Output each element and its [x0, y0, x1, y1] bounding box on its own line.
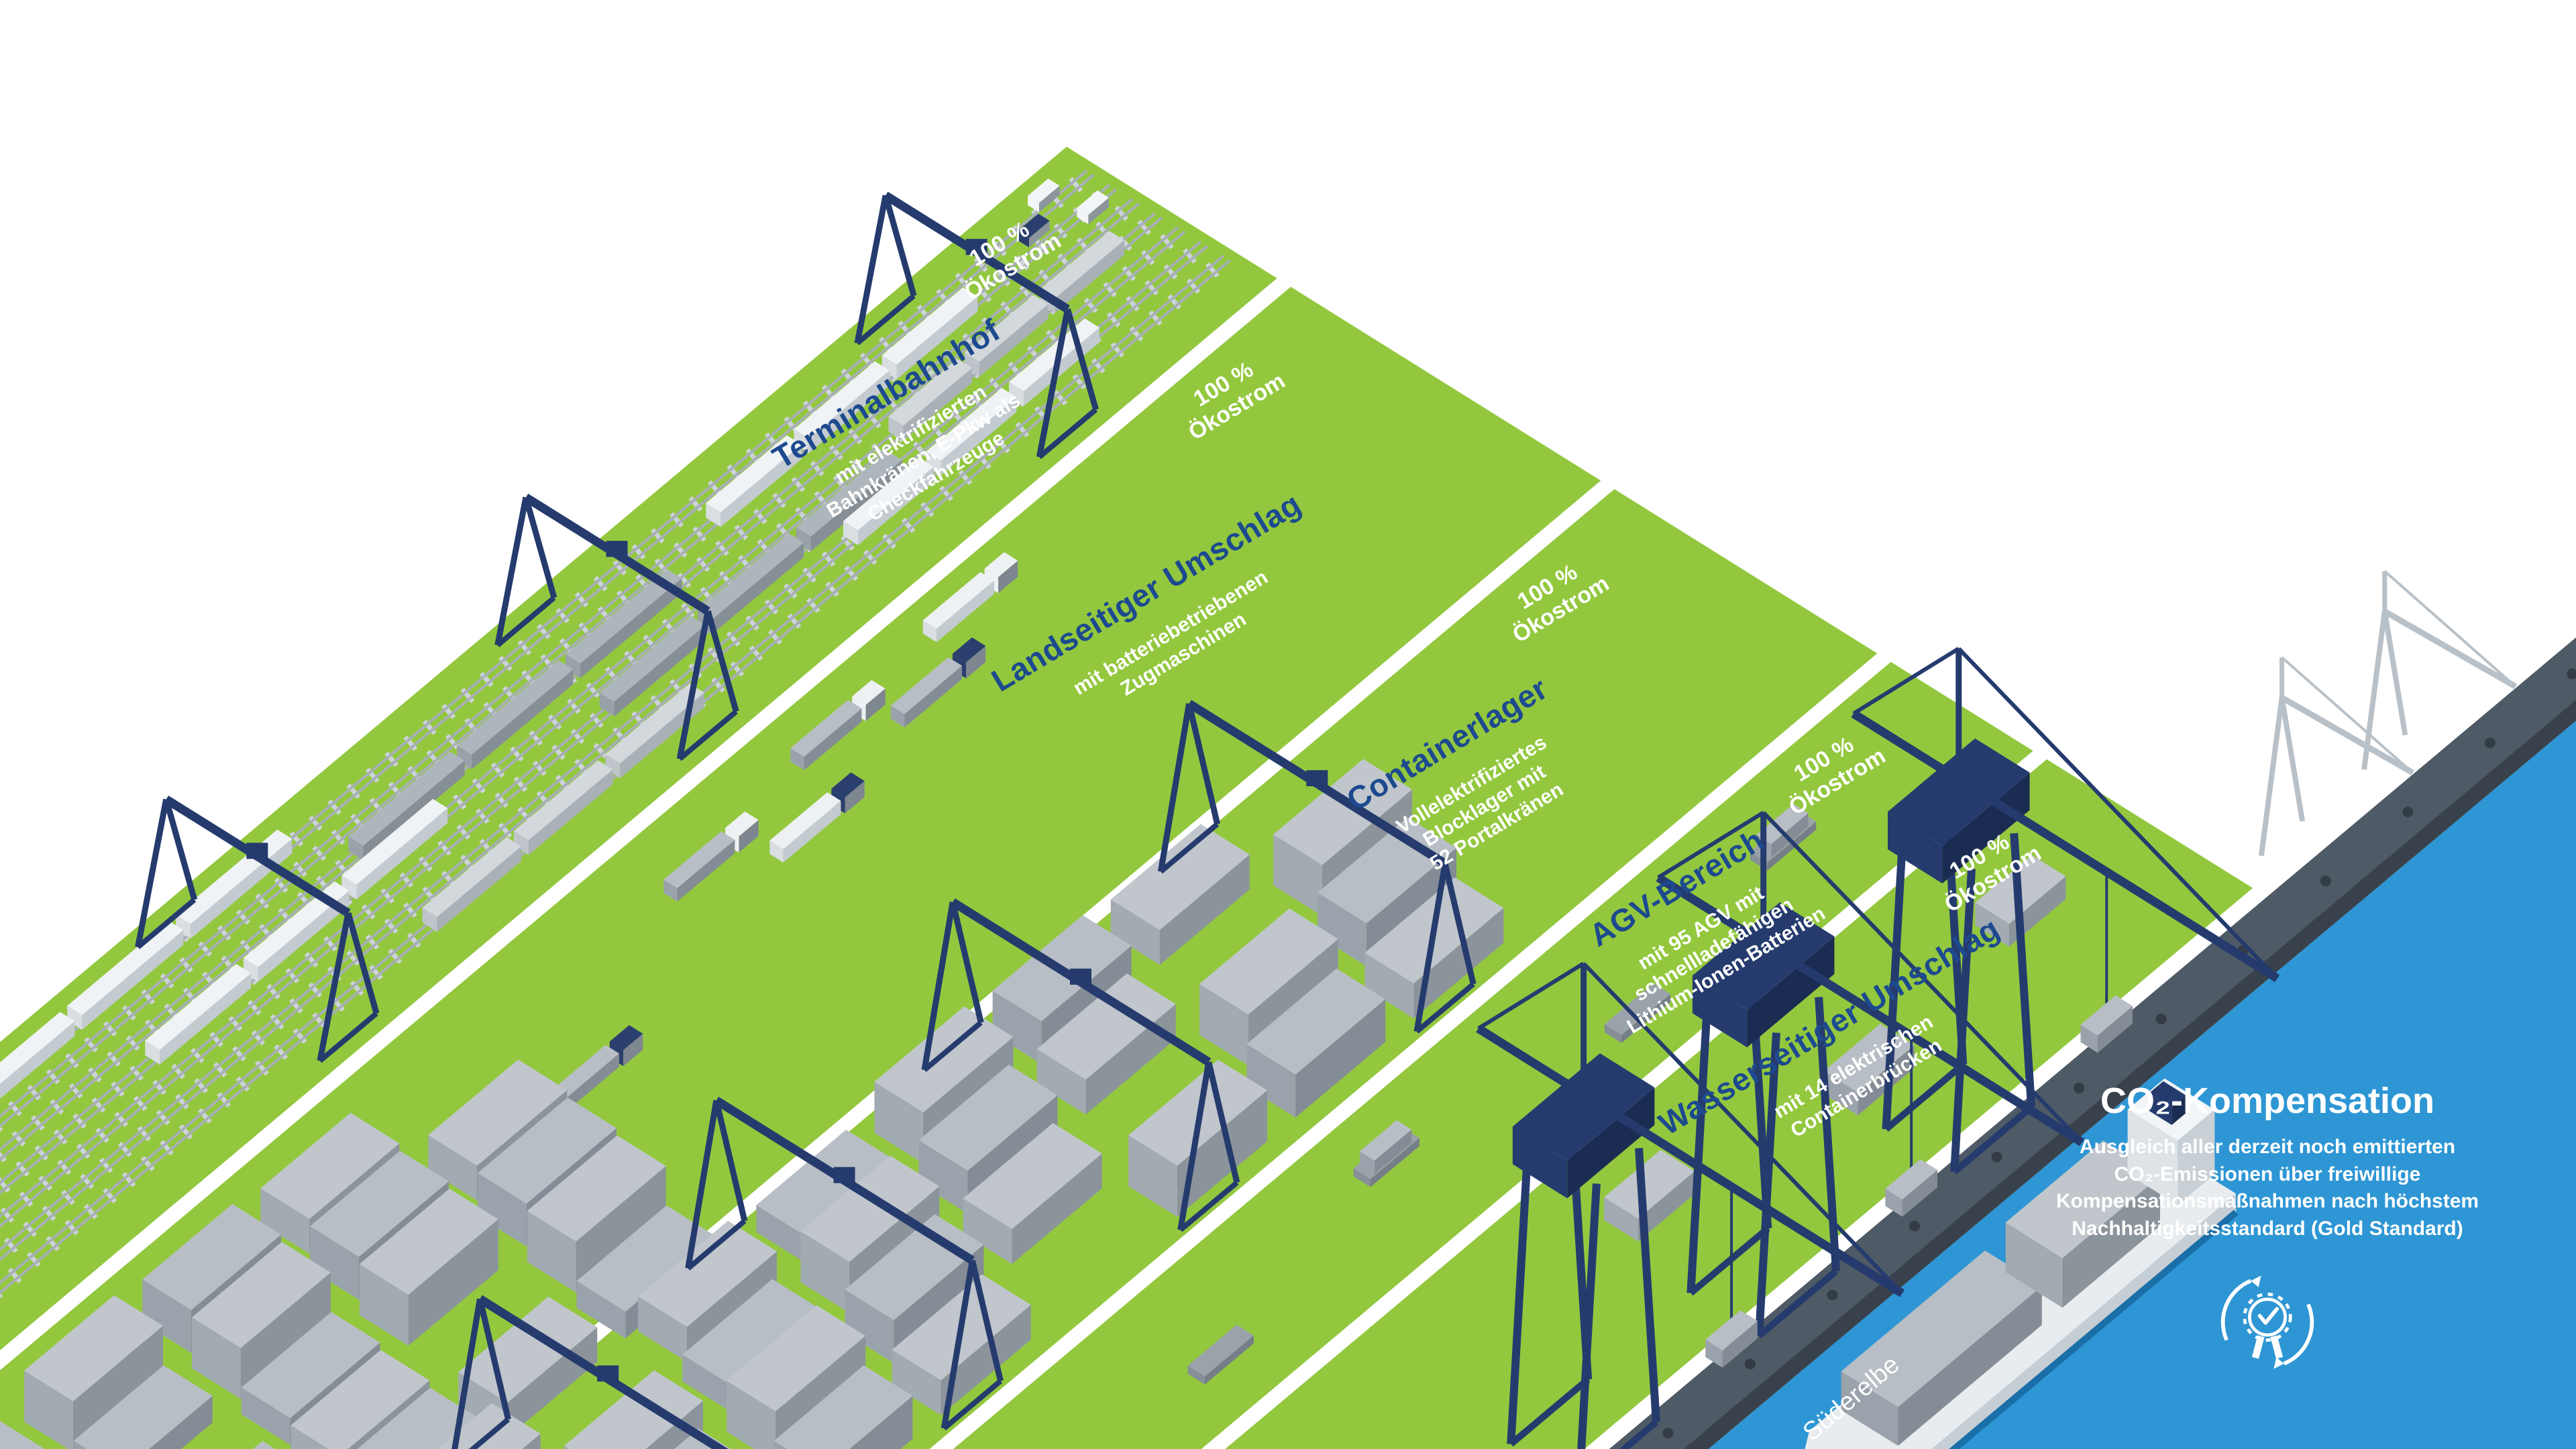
small-cranes — [2258, 570, 2518, 857]
trains — [0, 231, 1124, 1099]
check-cars — [1018, 178, 1109, 248]
water-surface — [1708, 720, 2576, 1449]
quay-cranes — [1476, 647, 2280, 1449]
yard-gantry-cranes — [451, 700, 1477, 1449]
quay-bollards — [1662, 668, 2576, 1439]
rail-gantry-cranes — [135, 191, 1099, 1063]
container-stacks — [0, 759, 1504, 1449]
container-ship — [1805, 1078, 2239, 1449]
